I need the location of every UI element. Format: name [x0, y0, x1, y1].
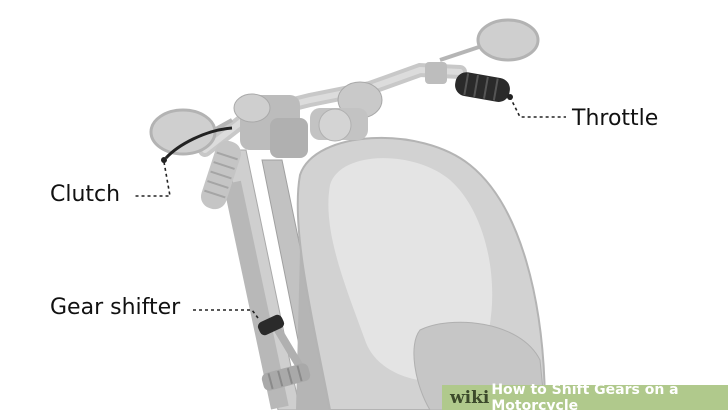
gear-shifter-leader — [192, 309, 259, 319]
clutch-leader — [134, 161, 171, 197]
clutch-label: Clutch — [50, 182, 121, 207]
right-mirror — [439, 18, 540, 62]
watermark-brand: wiki — [450, 387, 490, 408]
watermark-banner: wiki How to Shift Gears on a Motorcycle — [442, 381, 728, 410]
handlebar-clamp — [233, 81, 383, 158]
gear-shifter-label: Gear shifter — [50, 295, 181, 320]
gear-shifter-pedal — [257, 314, 311, 391]
watermark-title: How to Shift Gears on a Motorcycle — [491, 381, 679, 410]
callout-lines — [134, 96, 566, 319]
clutch-lever — [161, 126, 242, 210]
throttle-leader — [509, 96, 566, 118]
fuel-tank — [296, 136, 547, 410]
left-mirror — [149, 108, 233, 156]
throttle-label: Throttle — [572, 106, 659, 131]
throttle-grip — [425, 62, 513, 102]
